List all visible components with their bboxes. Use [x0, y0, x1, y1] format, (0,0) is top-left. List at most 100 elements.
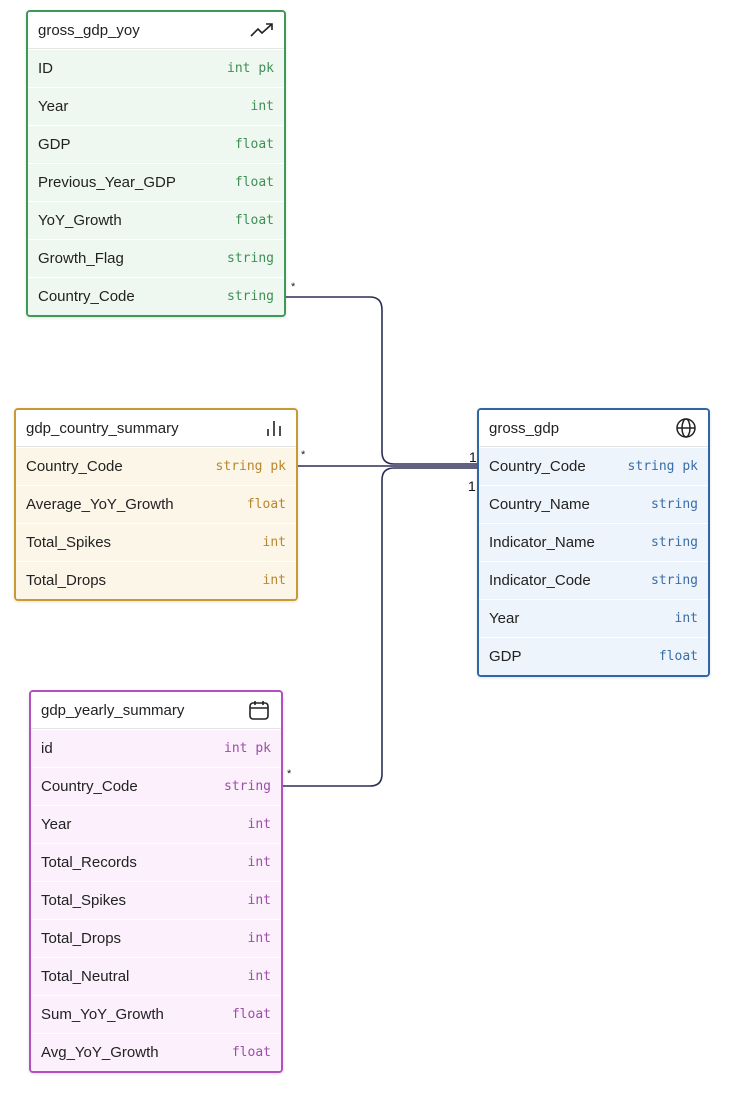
field-type: float: [234, 137, 274, 152]
field-name: Year: [489, 610, 520, 627]
field-row[interactable]: Year int: [479, 599, 708, 637]
field-name: Total_Drops: [41, 930, 122, 947]
field-type: int pk: [227, 61, 274, 76]
field-name: Total_Drops: [26, 572, 107, 589]
field-name: Country_Code: [38, 288, 135, 305]
field-type: int: [247, 893, 271, 908]
field-row[interactable]: ID int pk: [28, 49, 284, 87]
field-row[interactable]: Country_Code string: [31, 767, 281, 805]
field-type: string: [227, 251, 274, 266]
field-type: string pk: [215, 459, 286, 474]
many-marker: *: [287, 768, 292, 780]
field-row[interactable]: Previous_Year_GDP float: [28, 163, 284, 201]
many-marker: *: [301, 449, 306, 461]
field-row[interactable]: YoY_Growth float: [28, 201, 284, 239]
field-row[interactable]: Avg_YoY_Growth float: [31, 1033, 281, 1071]
field-row[interactable]: Total_Drops int: [16, 561, 296, 599]
field-name: GDP: [489, 648, 522, 665]
field-type: int: [247, 855, 271, 870]
field-type: string pk: [627, 459, 698, 474]
table-header[interactable]: gross_gdp: [479, 410, 708, 447]
field-row[interactable]: Country_Code string pk: [479, 447, 708, 485]
field-name: Average_YoY_Growth: [26, 496, 174, 513]
field-name: Year: [38, 98, 69, 115]
field-type: int: [674, 611, 698, 626]
field-row[interactable]: Sum_YoY_Growth float: [31, 995, 281, 1033]
field-row[interactable]: Country_Code string: [28, 277, 284, 315]
field-row[interactable]: Growth_Flag string: [28, 239, 284, 277]
table-gross-gdp[interactable]: gross_gdp Country_Code string pk Country_…: [477, 408, 710, 677]
field-type: string: [651, 573, 698, 588]
field-row[interactable]: Indicator_Code string: [479, 561, 708, 599]
field-type: float: [234, 213, 274, 228]
calendar-icon: [247, 698, 271, 722]
field-name: Country_Code: [41, 778, 138, 795]
field-type: string: [651, 535, 698, 550]
table-title: gross_gdp: [489, 419, 560, 437]
field-row[interactable]: Total_Drops int: [31, 919, 281, 957]
field-type: int: [247, 969, 271, 984]
field-name: Sum_YoY_Growth: [41, 1006, 164, 1023]
field-type: float: [246, 497, 286, 512]
field-row[interactable]: Total_Spikes int: [16, 523, 296, 561]
field-type: float: [234, 175, 274, 190]
globe-icon: [674, 416, 698, 440]
field-row[interactable]: Country_Name string: [479, 485, 708, 523]
field-name: Avg_YoY_Growth: [41, 1044, 159, 1061]
field-row[interactable]: Total_Spikes int: [31, 881, 281, 919]
field-type: float: [231, 1045, 271, 1060]
table-title: gross_gdp_yoy: [38, 21, 140, 39]
table-title: gdp_country_summary: [26, 419, 179, 437]
field-type: int: [247, 817, 271, 832]
field-row[interactable]: Year int: [28, 87, 284, 125]
bar-chart-icon: [262, 416, 286, 440]
field-type: int: [262, 535, 286, 550]
field-name: GDP: [38, 136, 71, 153]
field-name: Country_Code: [26, 458, 123, 475]
field-name: YoY_Growth: [38, 212, 122, 229]
field-type: string: [651, 497, 698, 512]
table-header[interactable]: gross_gdp_yoy: [28, 12, 284, 49]
field-row[interactable]: Total_Neutral int: [31, 957, 281, 995]
field-row[interactable]: Total_Records int: [31, 843, 281, 881]
field-type: float: [658, 649, 698, 664]
field-type: int: [247, 931, 271, 946]
field-name: id: [41, 740, 53, 757]
table-gdp-country-summary[interactable]: gdp_country_summary Country_Code string p…: [14, 408, 298, 601]
table-header[interactable]: gdp_yearly_summary: [31, 692, 281, 729]
field-name: Total_Spikes: [26, 534, 112, 551]
trending-up-icon: [250, 18, 274, 42]
field-name: Country_Code: [489, 458, 586, 475]
field-name: Previous_Year_GDP: [38, 174, 176, 191]
table-header[interactable]: gdp_country_summary: [16, 410, 296, 447]
field-row[interactable]: id int pk: [31, 729, 281, 767]
field-type: string: [227, 289, 274, 304]
field-name: Indicator_Code: [489, 572, 591, 589]
field-name: Total_Spikes: [41, 892, 127, 909]
field-row[interactable]: GDP float: [479, 637, 708, 675]
field-row[interactable]: Country_Code string pk: [16, 447, 296, 485]
field-name: ID: [38, 60, 53, 77]
field-name: Total_Neutral: [41, 968, 130, 985]
field-name: Indicator_Name: [489, 534, 595, 551]
field-type: int pk: [224, 741, 271, 756]
field-name: Growth_Flag: [38, 250, 124, 267]
field-type: int: [262, 573, 286, 588]
connector-yearly-summary-to-gross-gdp: [277, 467, 482, 787]
field-row[interactable]: Year int: [31, 805, 281, 843]
field-type: string: [224, 779, 271, 794]
field-name: Country_Name: [489, 496, 590, 513]
one-marker: 1: [468, 478, 476, 494]
connector-yoy-to-gross-gdp: [282, 296, 482, 465]
field-name: Year: [41, 816, 72, 833]
field-row[interactable]: Indicator_Name string: [479, 523, 708, 561]
table-gdp-yearly-summary[interactable]: gdp_yearly_summary id int pk Country_Code…: [29, 690, 283, 1073]
field-row[interactable]: Average_YoY_Growth float: [16, 485, 296, 523]
table-title: gdp_yearly_summary: [41, 701, 185, 719]
field-type: int: [250, 99, 274, 114]
field-name: Total_Records: [41, 854, 137, 871]
field-row[interactable]: GDP float: [28, 125, 284, 163]
field-type: float: [231, 1007, 271, 1022]
many-marker: *: [291, 281, 296, 293]
